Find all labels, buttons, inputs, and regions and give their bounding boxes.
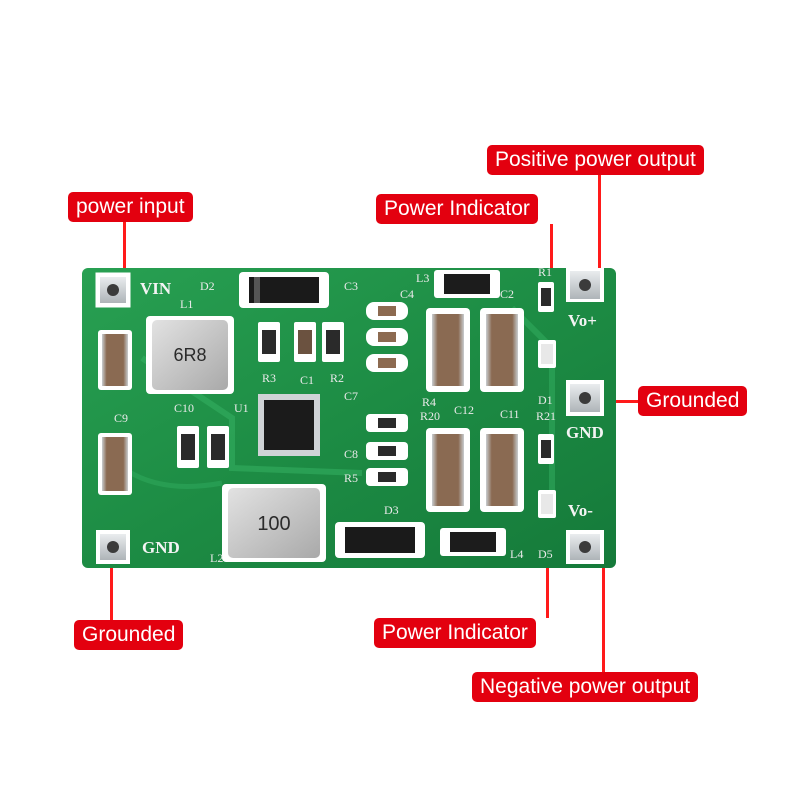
callout-grounded-right: Grounded	[638, 386, 748, 416]
silk-r20: R20	[420, 409, 440, 423]
diode-d2	[239, 272, 329, 308]
silk-d1: D1	[538, 393, 553, 407]
silk-l3: L3	[416, 271, 429, 285]
silk-d3: D3	[384, 503, 399, 517]
callout-negative-power-output: Negative power output	[472, 672, 699, 702]
ic-u1	[258, 394, 320, 456]
output-capacitor-c2	[480, 308, 524, 392]
silk-r1: R1	[538, 268, 552, 279]
leader-line-grounded-right	[596, 400, 638, 403]
silk-gnd-right: GND	[566, 423, 604, 442]
silk-c9: C9	[114, 411, 128, 425]
leader-line-positive-output	[598, 175, 601, 275]
silk-d5: D5	[538, 547, 553, 561]
silk-r21: R21	[536, 409, 556, 423]
silk-c2: C2	[500, 287, 514, 301]
inductor-6r8: 6R8	[146, 316, 234, 394]
vin-pad	[95, 272, 131, 308]
vo-plus-pad	[566, 268, 604, 302]
silk-l4: L4	[510, 547, 523, 561]
silk-c11: C11	[500, 407, 520, 421]
silk-c3: C3	[344, 279, 358, 293]
silk-d2: D2	[200, 279, 215, 293]
input-capacitor-bottom	[98, 433, 132, 495]
output-capacitor-c11	[480, 428, 524, 512]
silk-r2: R2	[330, 371, 344, 385]
silk-c10: C10	[174, 401, 194, 415]
silk-c12: C12	[454, 403, 474, 417]
silk-c1: C1	[300, 373, 314, 387]
leader-line-grounded-left	[110, 550, 113, 620]
silk-vo-minus: Vo-	[568, 501, 593, 520]
inductor-l4	[440, 528, 506, 556]
output-capacitor-c12-bottom	[426, 428, 470, 512]
inductor-6r8-code: 6R8	[173, 345, 206, 365]
silk-gnd-left: GND	[142, 538, 180, 557]
silk-r3: R3	[262, 371, 276, 385]
callout-positive-power-output: Positive power output	[487, 145, 704, 175]
silk-l1: L1	[180, 297, 193, 311]
silk-l2: L2	[210, 551, 223, 565]
inductor-100: 100	[222, 484, 326, 562]
silk-c4: C4	[400, 287, 414, 301]
callout-power-indicator-top: Power Indicator	[376, 194, 538, 224]
callout-power-input: power input	[68, 192, 193, 222]
leader-line-negative-output	[602, 548, 605, 672]
silk-vo-plus: Vo+	[568, 311, 597, 330]
leader-line-power-input	[123, 222, 126, 274]
silk-r4: R4	[422, 395, 436, 409]
diode-d3	[335, 522, 425, 558]
inductor-100-code: 100	[257, 513, 290, 535]
vo-minus-pad	[566, 530, 604, 564]
power-indicator-led-d1	[538, 340, 556, 368]
silk-r5: R5	[344, 471, 358, 485]
silk-c8: C8	[344, 447, 358, 461]
pcb-board: 6R8 100	[82, 268, 616, 568]
gnd-right-pad	[566, 380, 604, 416]
callout-grounded-left: Grounded	[74, 620, 184, 650]
gnd-left-pad	[96, 530, 130, 564]
silk-c7: C7	[344, 389, 358, 403]
callout-power-indicator-bottom: Power Indicator	[374, 618, 536, 648]
inductor-l3	[434, 270, 500, 298]
output-capacitor-c12-top	[426, 308, 470, 392]
power-indicator-led-d5	[538, 490, 556, 518]
silk-vin: VIN	[140, 279, 172, 298]
silk-u1: U1	[234, 401, 249, 415]
input-capacitor-top	[98, 330, 132, 390]
